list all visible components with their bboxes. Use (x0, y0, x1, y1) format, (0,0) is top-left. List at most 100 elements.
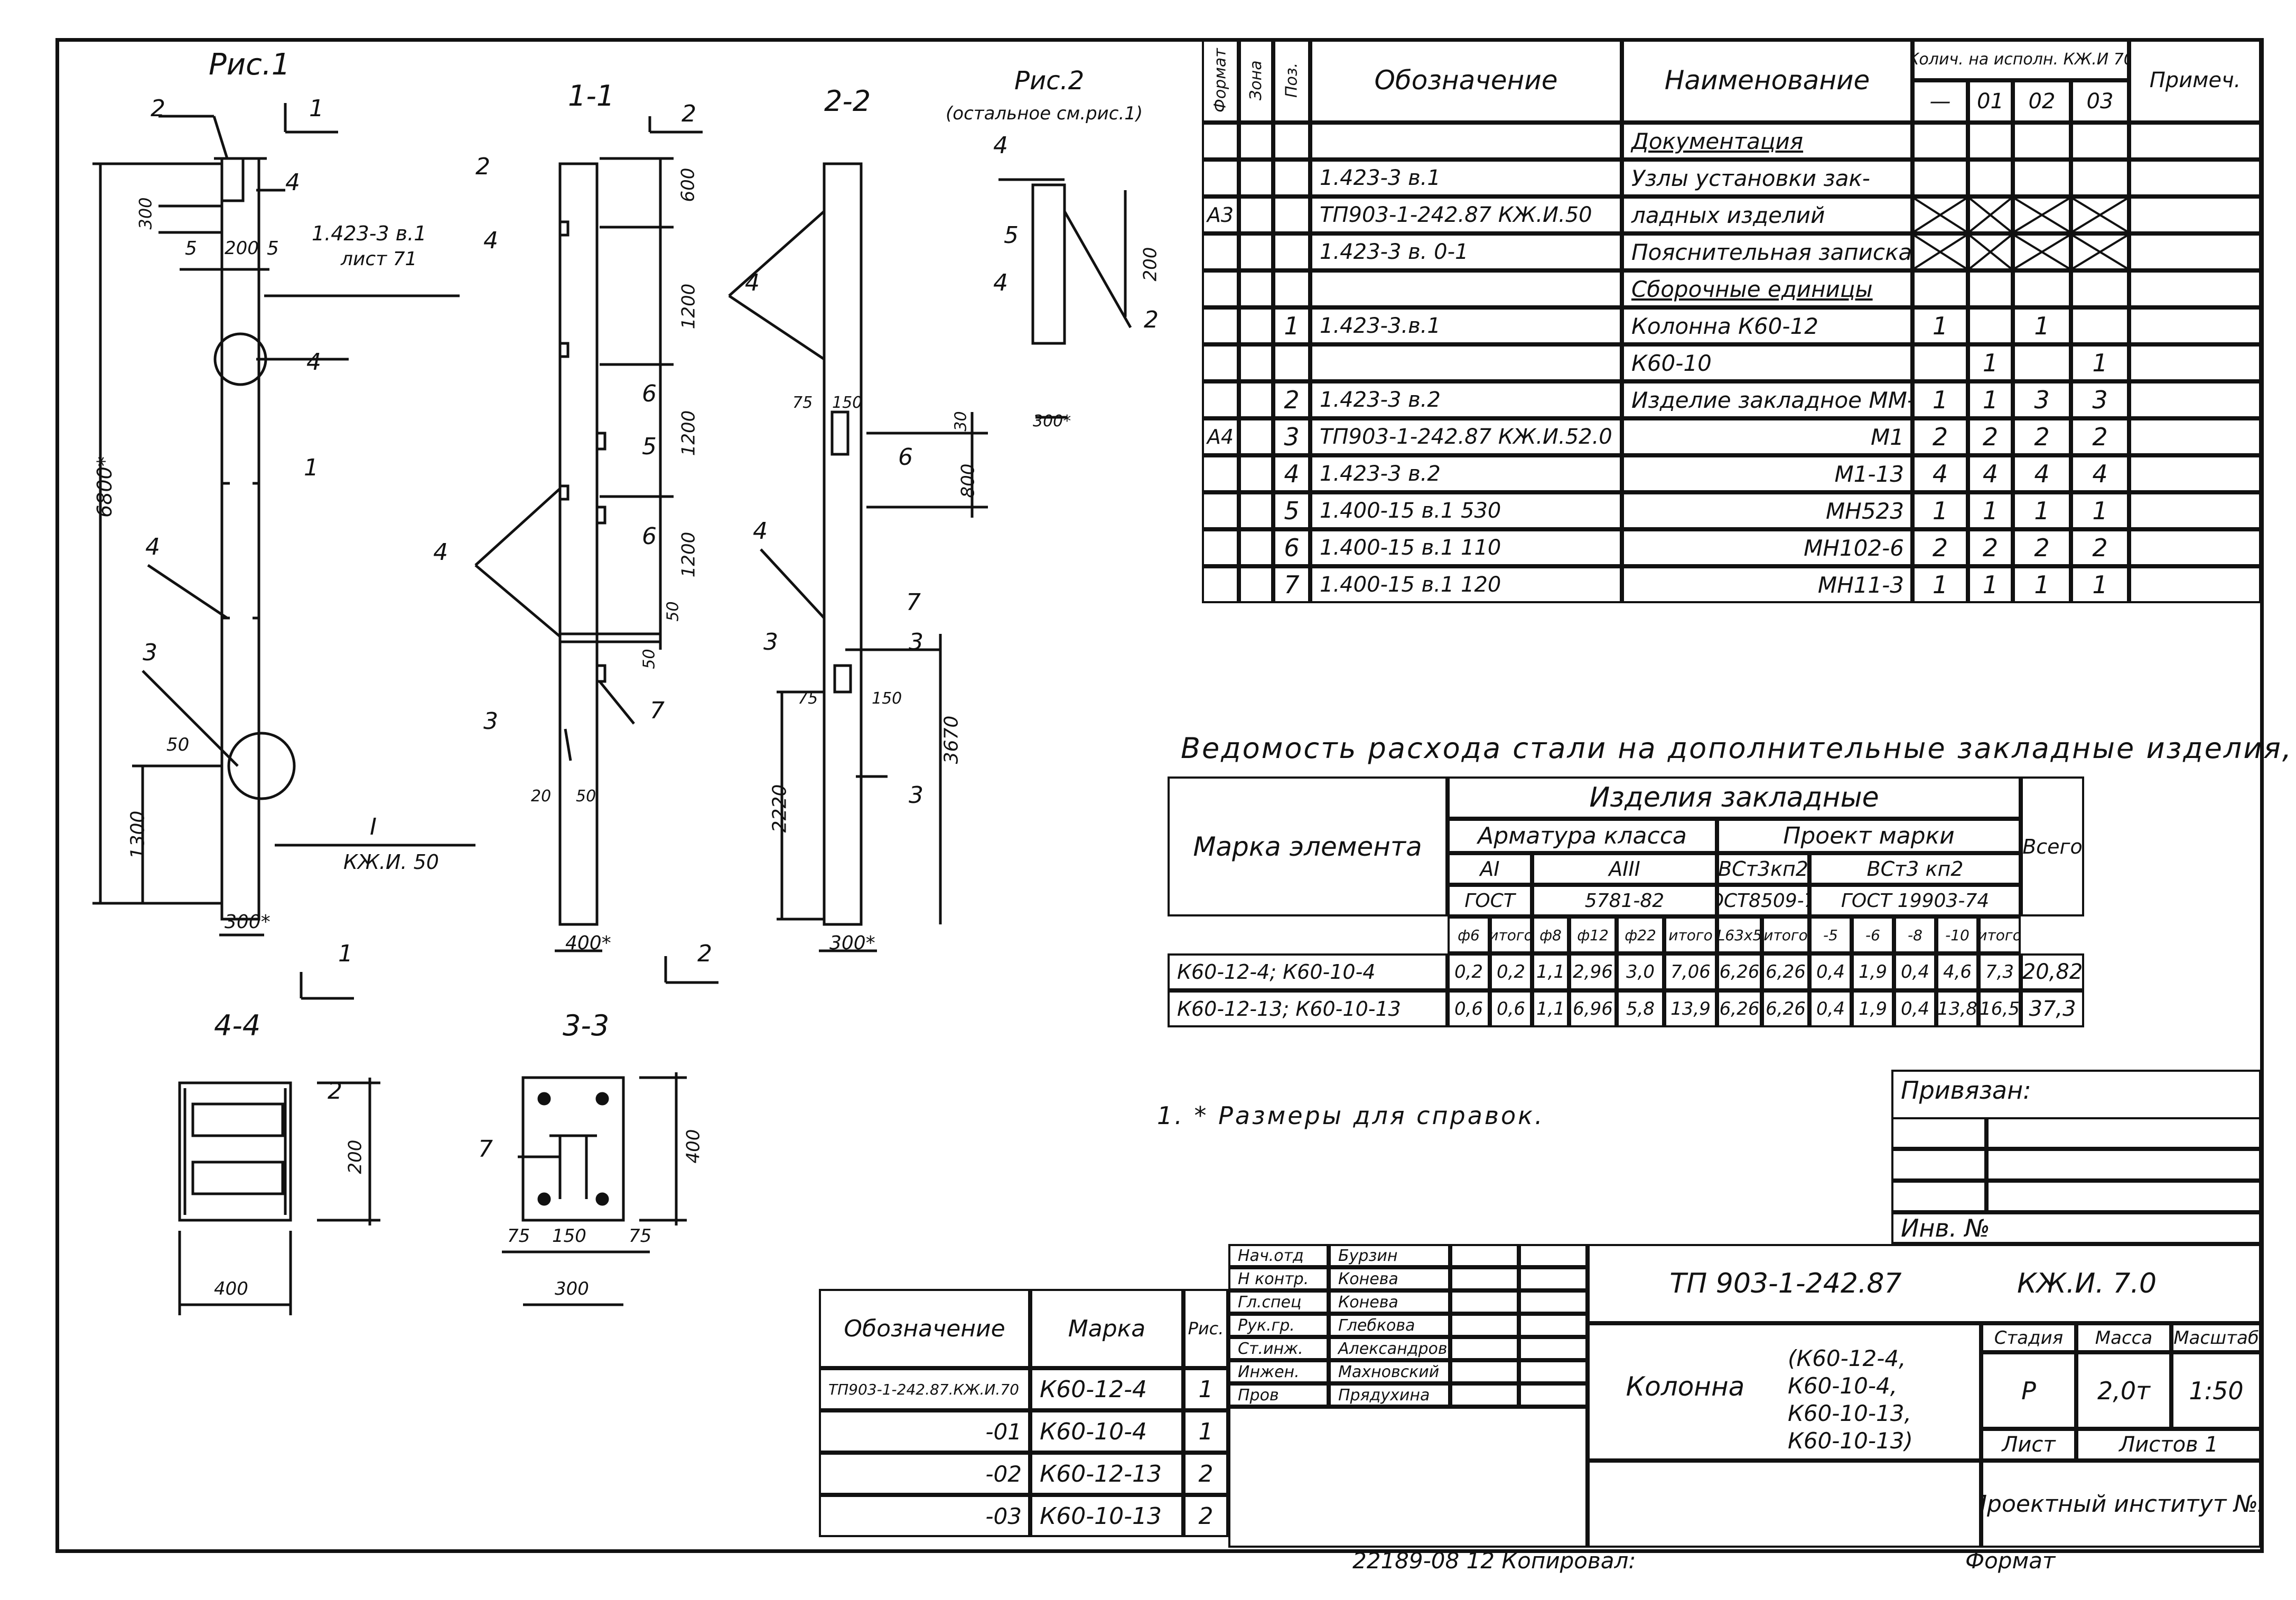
spec-cell-qty: 4 (2013, 455, 2071, 492)
title-organization: Проектный институт №2 (1981, 1461, 2261, 1548)
title-code-box (1588, 1244, 2261, 1323)
steel-header-col: -6 (1852, 916, 1894, 953)
steel-header-col: ф6 (1448, 916, 1490, 953)
spec-cell-qty (1968, 233, 2013, 270)
title-date (1519, 1314, 1588, 1337)
sec11-dim-50b: 50 (640, 649, 659, 669)
steel-row-total: 37,3 (2021, 990, 2084, 1027)
spec-cell-name: МН11-3 (1622, 566, 1912, 603)
fig2-pos-4b: 4 (993, 269, 1008, 296)
spec-cell-pos: 2 (1273, 381, 1310, 418)
spec-cell-format (1202, 233, 1239, 270)
steel-row-total: 20,82 (2021, 953, 2084, 990)
title-name: Бурзин (1329, 1244, 1450, 1267)
spec-cell-name: М1-13 (1622, 455, 1912, 492)
spec-cell-designation: 1.423-3 в.2 (1310, 381, 1622, 418)
steel-table-title: Ведомость расхода стали на дополнительны… (1181, 732, 2296, 765)
title-role: Н контр. (1228, 1267, 1329, 1290)
spec-cell-qty: 2 (2013, 418, 2071, 455)
spec-cell-qty (2071, 123, 2129, 160)
spec-cell-zone (1239, 455, 1273, 492)
sec22-dim-3670: 3670 (940, 715, 963, 764)
steel-row-mark: К60-12-13; К60-10-13 (1168, 990, 1448, 1027)
spec-cell-qty: 4 (2071, 455, 2129, 492)
spec-cell-zone (1239, 418, 1273, 455)
spec-cell-designation: ТП903-1-242.87 КЖ.И.50 (1310, 197, 1622, 233)
fig1-detail-ref: КЖ.И. 50 (343, 850, 439, 874)
spec-cell-pos (1273, 160, 1310, 197)
fig1-title: Рис.1 (209, 48, 291, 82)
spec-cell-qty (1968, 160, 2013, 197)
fig1-pos-4c: 4 (145, 534, 160, 560)
spec-cell-qty (2013, 123, 2071, 160)
sec11-dim-50: 50 (576, 787, 596, 806)
spec-cell-qty: 3 (2013, 381, 2071, 418)
spec-cell-zone (1239, 233, 1273, 270)
variants-cell-fig: 1 (1183, 1410, 1228, 1453)
spec-cell-qty (2013, 197, 2071, 233)
spec-cell-zone (1239, 381, 1273, 418)
title-empty (1588, 1461, 1981, 1548)
steel-header-col: итого (1490, 916, 1532, 953)
copy-note: 22189-08 12 Копировал: (1352, 1548, 1636, 1574)
spec-cell-zone (1239, 529, 1273, 566)
sec22-dim-800: 800 (957, 463, 979, 498)
title-doc-code: ТП 903-1-242.87 (1669, 1268, 1902, 1299)
fig1-ref-sheet: лист 71 (341, 248, 417, 270)
spec-cell-qty (1968, 307, 2013, 344)
spec-header-pos: Поз. (1273, 38, 1310, 123)
steel-row-value: 13,9 (1664, 990, 1717, 1027)
spec-cell-name: Пояснительная записка (1622, 233, 1912, 270)
sec11-cut-top: 2 (682, 100, 696, 127)
title-date (1519, 1383, 1588, 1407)
sec11-pos-7: 7 (650, 697, 665, 724)
spec-cell-pos: 5 (1273, 492, 1310, 529)
fig1-pos-4a: 4 (285, 169, 300, 196)
dimensions-note: 1. * Размеры для справок. (1157, 1101, 1545, 1130)
title-role: Инжен. (1228, 1360, 1329, 1383)
spec-cell-qty (2071, 197, 2129, 233)
steel-row-value: 3,0 (1617, 953, 1664, 990)
spec-cell-designation: 1.400-15 в.1 530 (1310, 492, 1622, 529)
spec-cell-note (2129, 566, 2261, 603)
spec-cell-qty: 2 (1968, 529, 2013, 566)
spec-cell-qty (2071, 270, 2129, 307)
spec-cell-qty: 2 (1912, 529, 1968, 566)
steel-row-value: 6,26 (1762, 990, 1809, 1027)
title-mass-label: Масса (2076, 1323, 2171, 1352)
spec-cell-zone (1239, 492, 1273, 529)
spec-cell-qty: 1 (1912, 492, 1968, 529)
fig1-pos-3: 3 (143, 639, 157, 666)
fig2-pos-5: 5 (1004, 222, 1019, 249)
sec33-dim-300: 300 (555, 1278, 589, 1299)
title-name: Конева (1329, 1267, 1450, 1290)
spec-cell-qty: 1 (1968, 566, 2013, 603)
steel-row-value: 0,6 (1448, 990, 1490, 1027)
title-scale: 1:50 (2171, 1352, 2261, 1429)
spec-cell-format (1202, 566, 1239, 603)
title-mark: К60-10-4, (1788, 1372, 1898, 1399)
spec-cell-qty: 1 (1968, 492, 2013, 529)
spec-cell-qty (1968, 270, 2013, 307)
steel-header-col: -5 (1809, 916, 1852, 953)
title-date (1519, 1267, 1588, 1290)
sec11-pos-6a: 6 (642, 380, 657, 407)
spec-cell-qty: 2 (2013, 529, 2071, 566)
spec-cell-qty: 2 (2071, 418, 2129, 455)
sec11-dim-1200c: 1200 (678, 531, 699, 578)
title-stage: Р (1981, 1352, 2076, 1429)
spec-cell-note (2129, 455, 2261, 492)
sec22-dim-75a: 75 (792, 394, 813, 412)
spec-cell-qty: 1 (2071, 344, 2129, 381)
spec-cell-format: А3 (1202, 197, 1239, 233)
steel-header-col: итого (1978, 916, 2021, 953)
title-date (1519, 1337, 1588, 1360)
variants-cell-fig: 2 (1183, 1495, 1228, 1537)
steel-header-class: ВСт3 кп2 (1809, 853, 2021, 885)
steel-header-class: ВСт3кп2 (1717, 853, 1809, 885)
spec-cell-zone (1239, 344, 1273, 381)
sec11-dim-50a: 50 (664, 601, 683, 622)
spec-cell-name: МН523 (1622, 492, 1912, 529)
sec11-dim-1200b: 1200 (678, 410, 699, 456)
spec-cell-qty: 1 (2071, 566, 2129, 603)
